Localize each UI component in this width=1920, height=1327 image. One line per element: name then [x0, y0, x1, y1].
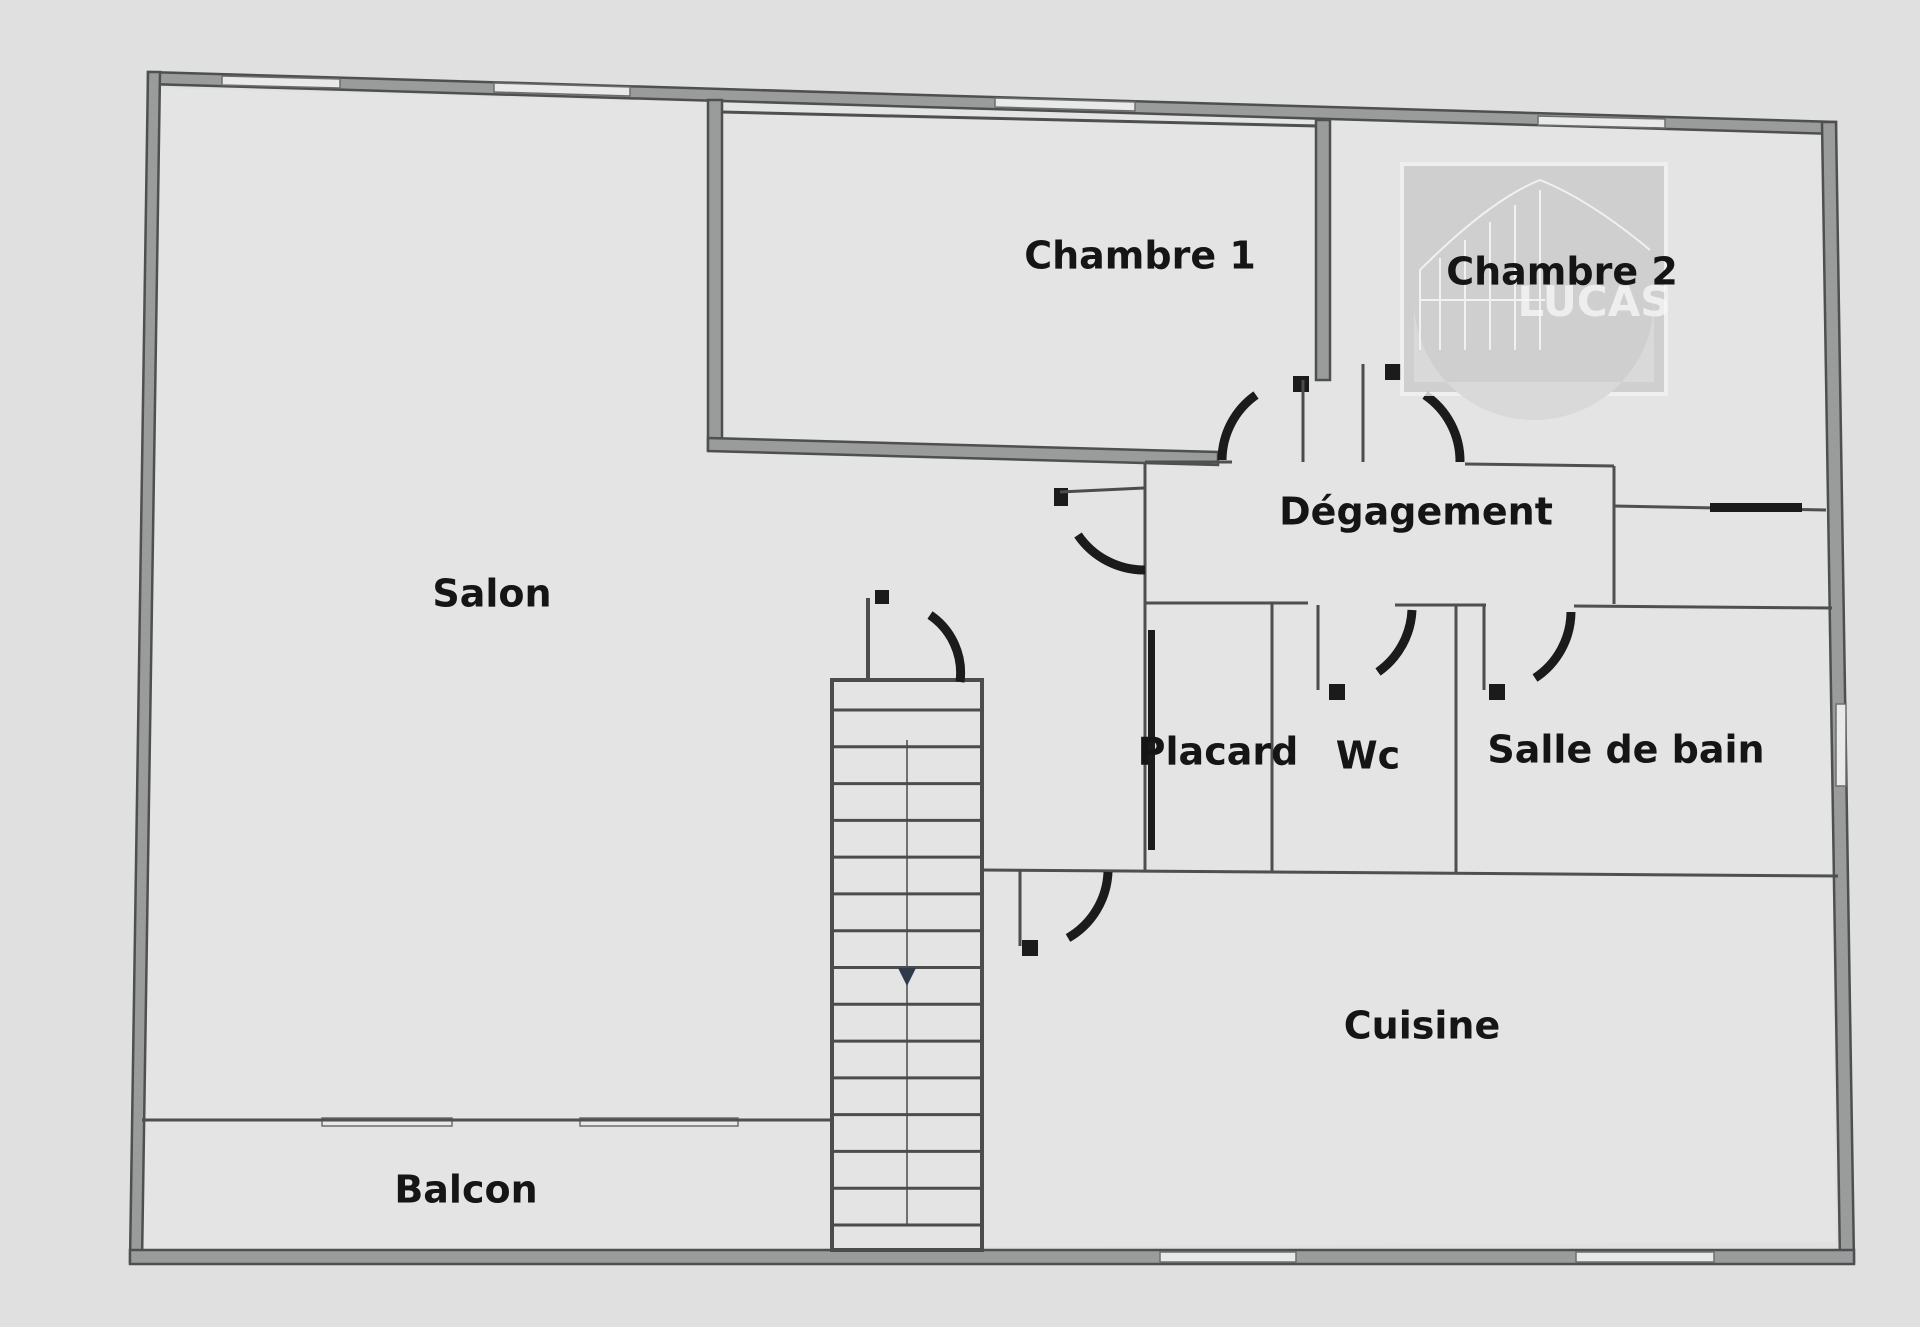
door-jamb [1022, 940, 1038, 956]
agency-watermark: LUCAS [1400, 162, 1671, 420]
wall-chambre1-left [706, 98, 724, 452]
door-cuisine-arc [1065, 871, 1113, 942]
window-right-1 [1835, 703, 1847, 787]
window-top-3 [994, 97, 1136, 112]
door-bain-arc [1532, 611, 1576, 682]
placard-sliding-door [1148, 630, 1155, 850]
room-labels: Chambre 1 Chambre 2 Salon Dégagement Pla… [394, 234, 1764, 1212]
window-bottom-1 [1159, 1251, 1297, 1263]
wall-chambre-divider [1314, 118, 1332, 382]
door-jamb [1489, 684, 1505, 700]
door-salon-arc [927, 611, 966, 683]
doors [866, 364, 1576, 956]
door-chambre1-arc [1217, 391, 1259, 461]
room-label-cuisine: Cuisine [1344, 1004, 1500, 1048]
window-top-1 [221, 75, 341, 89]
interior-walls [142, 98, 1839, 1250]
door-wc-arc [1375, 609, 1417, 676]
wall-chambre1-top [721, 110, 1319, 128]
room-label-placard: Placard [1138, 730, 1299, 774]
room-label-chambre-2: Chambre 2 [1446, 250, 1678, 294]
door-jamb [1293, 376, 1309, 392]
door-jamb [875, 590, 889, 604]
window-top-2 [493, 82, 631, 97]
door-jamb [1385, 364, 1401, 380]
window-balcon-1 [321, 1117, 453, 1127]
watermark-text: LUCAS [1518, 277, 1671, 326]
room-label-salle-de-bain: Salle de bain [1487, 728, 1764, 772]
door-chambre2-arc [1422, 391, 1465, 463]
room-label-balcon: Balcon [394, 1168, 537, 1212]
watermark-ground [1414, 300, 1654, 420]
window-balcon-2 [579, 1117, 739, 1127]
windows [221, 75, 1847, 1263]
wall-right-room-segment [1710, 503, 1802, 512]
room-label-salon: Salon [432, 572, 551, 616]
staircase [830, 678, 984, 1252]
door-jamb [1329, 684, 1345, 700]
wall-chambre1-bottom [706, 436, 1220, 467]
door-degagement-arc [1074, 532, 1146, 575]
watermark-frame [1400, 162, 1668, 396]
stair-direction-arrow [898, 968, 916, 986]
window-bottom-2 [1575, 1251, 1715, 1263]
wall-degagement-top-right [1464, 462, 1615, 468]
window-top-4 [1537, 115, 1666, 129]
wall-degagement-bottom-3 [1573, 604, 1833, 610]
watermark-gate [1419, 178, 1651, 350]
room-label-chambre-1: Chambre 1 [1024, 234, 1256, 278]
room-label-degagement: Dégagement [1279, 490, 1553, 534]
room-label-wc: Wc [1336, 734, 1400, 778]
wall-cuisine-top [981, 868, 1839, 878]
